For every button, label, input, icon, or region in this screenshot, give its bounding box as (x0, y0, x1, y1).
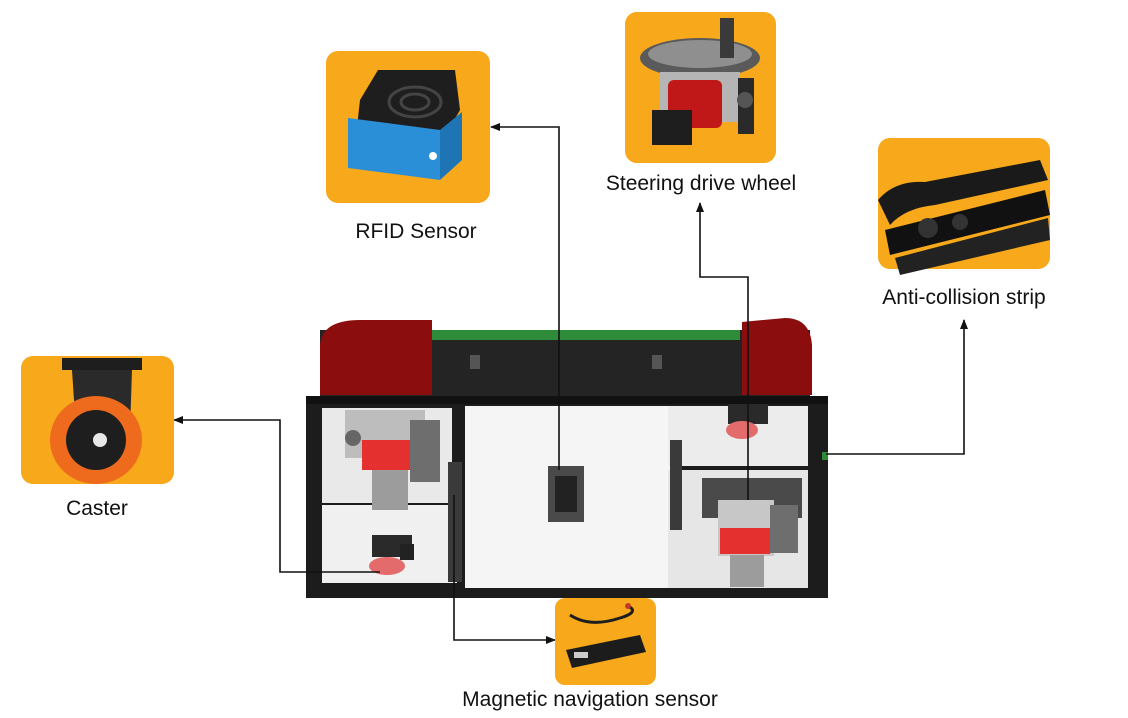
anti-collision-strip-label: Anti-collision strip (882, 286, 1046, 309)
caster-label: Caster (66, 497, 128, 520)
green-trim (430, 330, 740, 340)
connector-lines (173, 123, 968, 644)
caster-wheel-icon (50, 358, 142, 484)
rfid-reader-icon (348, 70, 462, 180)
rfid-tile (326, 51, 490, 203)
magnetic-navigation-sensor-label: Magnetic navigation sensor (462, 688, 718, 711)
arrow-rfid (490, 123, 560, 470)
steering-tile (625, 12, 776, 163)
arrow-anti-collision (826, 319, 968, 455)
left-bumper (320, 320, 432, 395)
steering-drive-wheel-label: Steering drive wheel (605, 172, 797, 195)
right-drive-motor (702, 478, 802, 587)
arrow-magnetic (453, 495, 556, 644)
arrow-steering (696, 202, 749, 500)
left-drive-motor (345, 410, 440, 510)
rfid-sensor-label: RFID Sensor (355, 220, 477, 243)
magnetic-tile (555, 598, 656, 685)
centre-rfid-unit (548, 466, 584, 522)
strip-tile (878, 138, 1050, 275)
caster-tile (21, 356, 174, 484)
rubber-strip-icon (878, 160, 1050, 275)
left-caster (369, 535, 414, 575)
agv-vehicle (306, 318, 828, 598)
drive-wheel-icon (640, 18, 760, 145)
arrow-caster (173, 416, 380, 573)
right-bumper (742, 318, 812, 395)
magnetic-sensor-icon (566, 603, 646, 668)
